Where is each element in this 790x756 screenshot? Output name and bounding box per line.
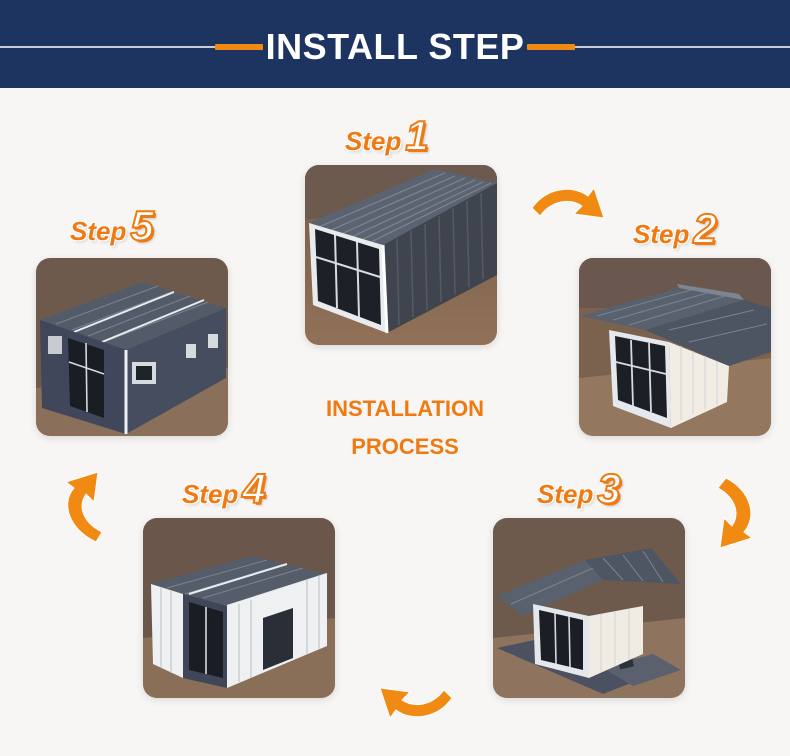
step-5-label: Step5: [70, 201, 155, 250]
banner-line-right: [575, 46, 790, 48]
step-1-word: Step: [345, 126, 402, 156]
step-5-number: 5: [129, 201, 154, 250]
page-title: INSTALL STEP: [265, 26, 525, 67]
step-2-number: 2: [692, 204, 717, 253]
curved-arrow-icon: [64, 471, 103, 543]
banner-dash-right: [527, 44, 575, 50]
curved-arrow-icon: [531, 186, 605, 219]
banner-line-left: [0, 46, 215, 48]
step-2-label: Step2: [633, 204, 718, 253]
banner-dash-left: [215, 44, 263, 50]
header-banner: INSTALL STEP: [0, 0, 790, 88]
step-1-label: Step1: [345, 111, 430, 160]
step-3-word: Step: [537, 479, 594, 509]
step-2-word: Step: [633, 219, 690, 249]
installation-process-heading: INSTALLATION PROCESS: [290, 390, 520, 466]
center-line-1: INSTALLATION: [325, 396, 485, 421]
step-5-word: Step: [70, 216, 127, 246]
step-3-number: 3: [596, 464, 621, 513]
step-1-photo: [305, 165, 497, 345]
step-4-word: Step: [182, 479, 239, 509]
step-1-number: 1: [404, 111, 429, 160]
step-5-photo: [36, 258, 228, 436]
step-3-label: Step3: [537, 464, 622, 513]
step-4-label: Step4: [182, 464, 267, 513]
step-4-photo: [143, 518, 335, 698]
curved-arrow-icon: [717, 477, 754, 549]
step-2-photo: [579, 258, 771, 436]
center-line-2: PROCESS: [351, 434, 459, 459]
step-4-number: 4: [241, 464, 266, 513]
curved-arrow-icon: [379, 687, 453, 720]
step-3-photo: [493, 518, 685, 698]
